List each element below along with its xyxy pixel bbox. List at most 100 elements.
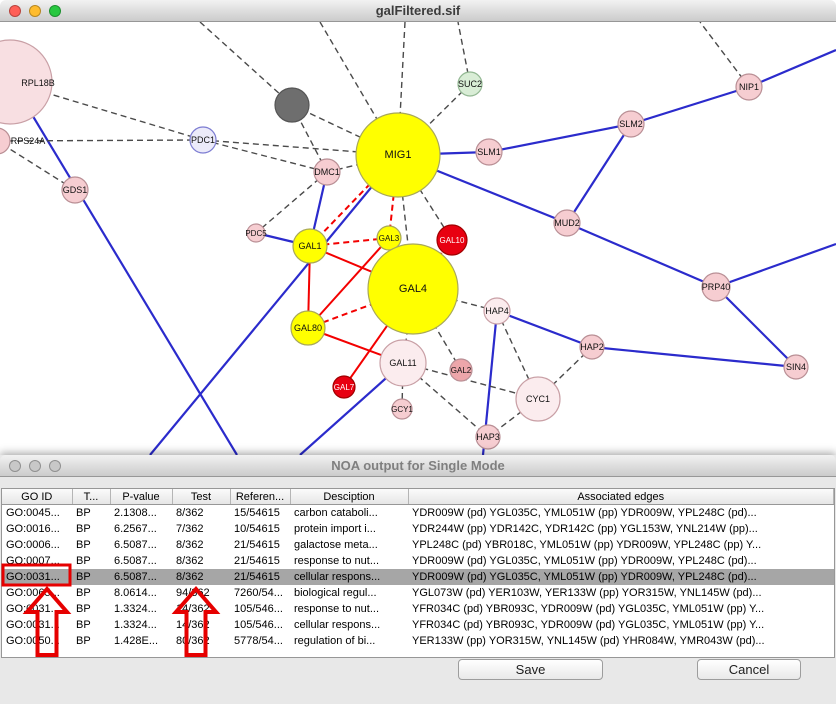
network-edge	[397, 154, 453, 241]
minimize-button[interactable]	[29, 5, 41, 17]
node-GAL2[interactable]: GAL2	[449, 358, 473, 382]
node-CYC1[interactable]: CYC1	[515, 376, 561, 422]
network-edge	[307, 288, 414, 329]
node-GAL4[interactable]: GAL4	[367, 243, 459, 335]
table-cell: 94/362	[176, 587, 210, 599]
node-SUC2[interactable]: SUC2	[457, 71, 483, 97]
node-SLM1[interactable]: SLM1	[475, 138, 503, 166]
network-edge	[149, 154, 399, 455]
network-edge	[319, 22, 399, 156]
network-edge	[202, 139, 328, 173]
table-cell: YDR244W (pp) YDR142C, YDR142C (pp) YGL15…	[412, 523, 758, 535]
network-edge	[715, 242, 836, 289]
node-GAL1[interactable]: GAL1	[292, 228, 328, 264]
node-GAL3[interactable]: GAL3	[376, 225, 402, 251]
node-GCY1[interactable]: GCY1	[391, 398, 413, 420]
node-label: RPL18B	[21, 78, 55, 88]
node-GAL7[interactable]: GAL7	[332, 375, 356, 399]
window-controls	[9, 0, 61, 22]
node-PDC5[interactable]: PDC5	[245, 223, 267, 243]
table-cell: BP	[76, 619, 91, 631]
cancel-button[interactable]: Cancel	[697, 659, 801, 680]
node-PDC1[interactable]: PDC1	[189, 126, 217, 154]
table-cell: YER133W (pp) YOR315W, YNL145W (pd) YHR08…	[412, 635, 765, 647]
node-PRP40[interactable]: PRP40	[701, 272, 731, 302]
node-MIG1[interactable]: MIG1	[355, 112, 441, 198]
column-header[interactable]: P-value	[110, 489, 173, 505]
node-NIP1[interactable]: NIP1	[735, 73, 763, 101]
column-header[interactable]: Associated edges	[408, 489, 834, 505]
table-cell: BP	[76, 555, 91, 567]
node-GAL80[interactable]: GAL80	[290, 310, 326, 346]
table-cell: GO:0031...	[2, 569, 72, 585]
table-cell: 2.1308...	[114, 507, 157, 519]
table-cell: YPL248C (pd) YBR018C, YML051W (pp) YDR00…	[412, 539, 762, 551]
table-cell: 1.3324...	[114, 603, 157, 615]
table-cell: 21/54615	[234, 539, 280, 551]
window-controls	[9, 455, 61, 477]
table-cell: biological regul...	[294, 587, 377, 599]
close-button[interactable]	[9, 460, 21, 472]
node-GAL10[interactable]: GAL10	[436, 224, 468, 256]
table-cell: GO:0016...	[6, 523, 60, 535]
column-header[interactable]: GO ID	[2, 489, 73, 505]
table-cell: 14/362	[176, 603, 210, 615]
table-cell: 21/54615	[230, 569, 290, 585]
network-edge	[199, 22, 293, 106]
table-cell: GO:0031...	[6, 619, 60, 631]
node-DMC1[interactable]: DMC1	[313, 158, 341, 186]
minimize-button[interactable]	[29, 460, 41, 472]
table-cell: response to nut...	[294, 603, 379, 615]
table-cell: BP	[72, 569, 110, 585]
network-edge	[307, 237, 390, 329]
table-cell: 6.2567...	[114, 523, 157, 535]
node-HAP2[interactable]: HAP2	[579, 334, 605, 360]
node-GAL11[interactable]: GAL11	[379, 339, 427, 387]
column-header[interactable]: Desciption	[290, 489, 409, 505]
table-cell: response to nut...	[294, 555, 379, 567]
network-edge	[27, 107, 238, 455]
table-cell: protein import i...	[294, 523, 376, 535]
save-button[interactable]: Save	[458, 659, 603, 680]
column-header[interactable]: T...	[72, 489, 111, 505]
table-cell: 6.5087...	[114, 555, 157, 567]
network-edge	[566, 123, 632, 224]
node-HAP3[interactable]: HAP3	[475, 424, 501, 450]
node-GDS1[interactable]: GDS1	[61, 176, 89, 204]
network-edge	[748, 48, 836, 89]
column-header[interactable]: Test	[172, 489, 231, 505]
column-header[interactable]: Referen...	[230, 489, 291, 505]
close-button[interactable]	[9, 5, 21, 17]
node-MUD2[interactable]: MUD2	[553, 209, 581, 237]
table-cell: 7/362	[176, 523, 204, 535]
table-cell: galactose meta...	[294, 539, 378, 551]
node-RPS24A[interactable]: RPS24A	[0, 127, 45, 155]
node-SLM2[interactable]: SLM2	[617, 110, 645, 138]
table-cell: GO:0031...	[6, 603, 60, 615]
node-HAP4[interactable]: HAP4	[483, 297, 511, 325]
node-DARK[interactable]	[274, 87, 310, 123]
network-edge	[402, 362, 489, 438]
table-cell: 7260/54...	[234, 587, 283, 599]
table-cell: BP	[76, 507, 91, 519]
network-edge	[496, 309, 593, 349]
zoom-button[interactable]	[49, 5, 61, 17]
table-cell: YFR034C (pd) YBR093C, YDR009W (pd) YGL03…	[412, 603, 765, 615]
node-RPL18B[interactable]: RPL18B	[0, 39, 55, 125]
network-edge	[591, 345, 797, 369]
node-SIN4[interactable]: SIN4	[783, 354, 809, 380]
node-label: HAP3	[476, 432, 500, 442]
zoom-button[interactable]	[49, 460, 61, 472]
